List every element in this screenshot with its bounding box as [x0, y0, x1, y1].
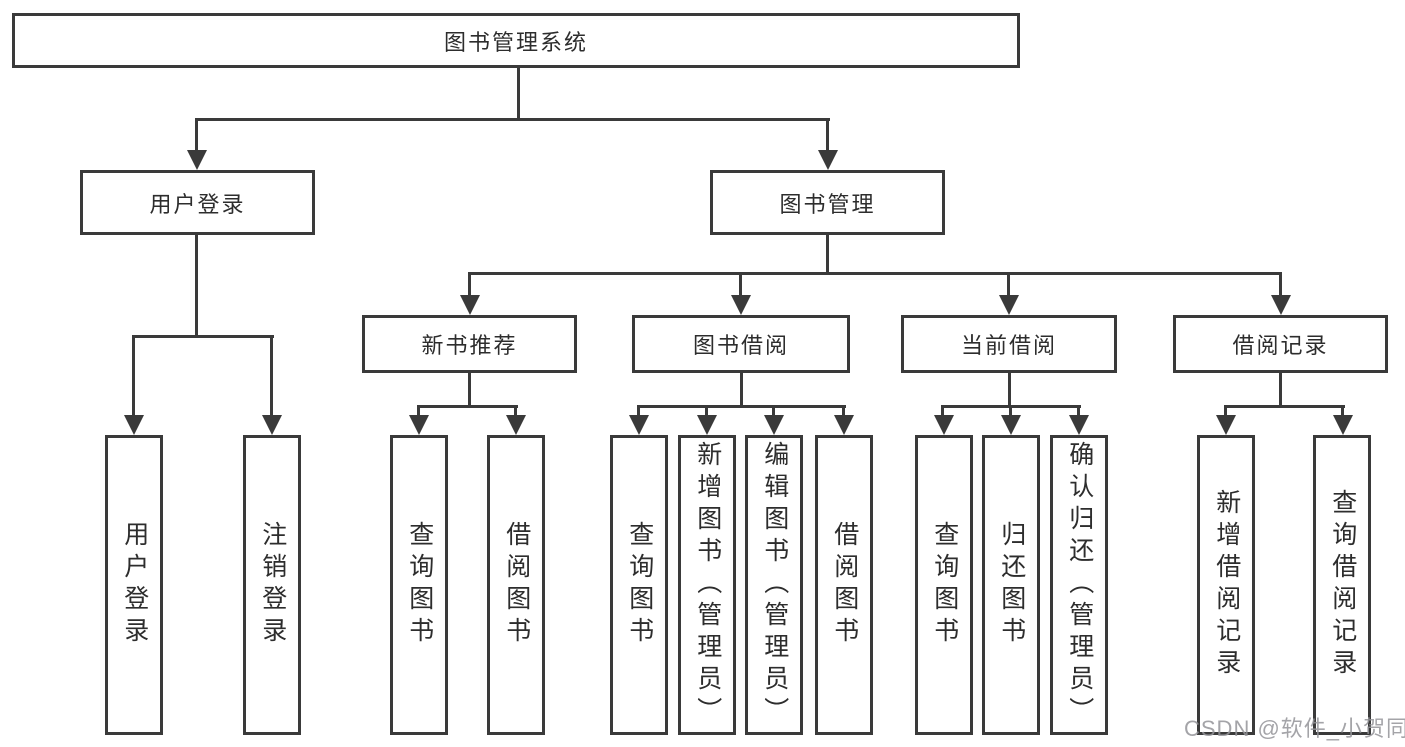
leaf-add-borrow-record: 新增借阅记录	[1197, 435, 1255, 735]
node-label: 借阅记录	[1232, 333, 1329, 358]
leaf-borrow-books: 借阅图书	[815, 435, 873, 735]
arrow-down-icon	[409, 415, 429, 435]
leaf-label: 查询图书	[405, 521, 434, 649]
connector-line	[740, 373, 743, 408]
connector-line	[1224, 405, 1345, 408]
leaf-label: 借阅图书	[830, 521, 859, 649]
node-label: 图书管理	[779, 191, 876, 217]
connector-line	[195, 118, 830, 121]
leaf-add-books-admin: 新增图书（管理员）	[678, 435, 736, 735]
connector-line	[1224, 405, 1227, 419]
leaf-confirm-return-admin: 确认归还（管理员）	[1050, 435, 1108, 735]
node-label: 新书推荐	[421, 333, 518, 358]
arrow-down-icon	[818, 150, 838, 170]
connector-line	[1077, 405, 1080, 419]
connector-line	[705, 405, 708, 419]
arrow-down-icon	[1271, 295, 1291, 315]
arrow-down-icon	[764, 415, 784, 435]
connector-line	[195, 235, 198, 338]
node-label: 图书管理系统	[443, 29, 588, 55]
connector-line	[132, 335, 274, 338]
connector-line	[468, 272, 471, 298]
connector-line	[417, 405, 518, 408]
leaf-edit-books-admin: 编辑图书（管理员）	[745, 435, 803, 735]
arrow-down-icon	[460, 295, 480, 315]
leaf-label: 用户登录	[120, 521, 149, 649]
node-library-management-system: 图书管理系统	[12, 13, 1020, 68]
arrow-down-icon	[506, 415, 526, 435]
leaf-query-books-recommend: 查询图书	[390, 435, 448, 735]
connector-line	[637, 405, 846, 408]
connector-line	[417, 405, 420, 419]
node-label: 用户登录	[149, 191, 246, 217]
node-book-management: 图书管理	[710, 170, 945, 235]
connector-line	[1279, 272, 1282, 298]
arrow-down-icon	[934, 415, 954, 435]
node-new-book-recommendation: 新书推荐	[362, 315, 577, 373]
arrow-down-icon	[1069, 415, 1089, 435]
node-borrowing-records: 借阅记录	[1173, 315, 1388, 373]
csdn-watermark: CSDN @软件_小贺同学	[1184, 716, 1405, 741]
node-current-borrowing: 当前借阅	[901, 315, 1117, 373]
arrow-down-icon	[1333, 415, 1353, 435]
connector-line	[514, 405, 517, 419]
connector-line	[739, 272, 742, 298]
connector-line	[468, 373, 471, 408]
connector-line	[1279, 373, 1282, 408]
arrow-down-icon	[1216, 415, 1236, 435]
node-user-login: 用户登录	[80, 170, 315, 235]
connector-line	[468, 272, 1282, 275]
arrow-down-icon	[999, 295, 1019, 315]
node-book-borrowing: 图书借阅	[632, 315, 850, 373]
leaf-label: 确认归还（管理员）	[1065, 441, 1094, 729]
leaf-label: 查询图书	[930, 521, 959, 649]
connector-line	[1007, 272, 1010, 298]
leaf-query-books-current: 查询图书	[915, 435, 973, 735]
leaf-return-books: 归还图书	[982, 435, 1040, 735]
connector-line	[941, 405, 944, 419]
arrow-down-icon	[124, 415, 144, 435]
leaf-label: 查询借阅记录	[1328, 489, 1357, 681]
leaf-label: 归还图书	[997, 521, 1026, 649]
arrow-down-icon	[1001, 415, 1021, 435]
arrow-down-icon	[262, 415, 282, 435]
connector-line	[826, 118, 829, 153]
leaf-logout-login: 注销登录	[243, 435, 301, 735]
leaf-label: 编辑图书（管理员）	[760, 441, 789, 729]
connector-line	[132, 335, 135, 419]
leaf-user-login: 用户登录	[105, 435, 163, 735]
connector-line	[1009, 405, 1012, 419]
leaf-query-books-borrow: 查询图书	[610, 435, 668, 735]
arrow-down-icon	[629, 415, 649, 435]
leaf-label: 借阅图书	[502, 521, 531, 649]
leaf-label: 新增图书（管理员）	[693, 441, 722, 729]
arrow-down-icon	[697, 415, 717, 435]
node-label: 图书借阅	[692, 333, 789, 358]
arrow-down-icon	[187, 150, 207, 170]
connector-line	[842, 405, 845, 419]
arrow-down-icon	[834, 415, 854, 435]
connector-line	[772, 405, 775, 419]
connector-line	[517, 68, 520, 121]
connector-line	[637, 405, 640, 419]
connector-line	[270, 335, 273, 419]
leaf-query-borrow-record: 查询借阅记录	[1313, 435, 1371, 735]
leaf-label: 新增借阅记录	[1212, 489, 1241, 681]
arrow-down-icon	[731, 295, 751, 315]
node-label: 当前借阅	[960, 333, 1057, 358]
connector-line	[1008, 373, 1011, 408]
leaf-label: 查询图书	[625, 521, 654, 649]
leaf-borrow-books-recommend: 借阅图书	[487, 435, 545, 735]
leaf-label: 注销登录	[258, 521, 287, 649]
connector-line	[826, 235, 829, 275]
connector-line	[195, 118, 198, 153]
connector-line	[1341, 405, 1344, 419]
